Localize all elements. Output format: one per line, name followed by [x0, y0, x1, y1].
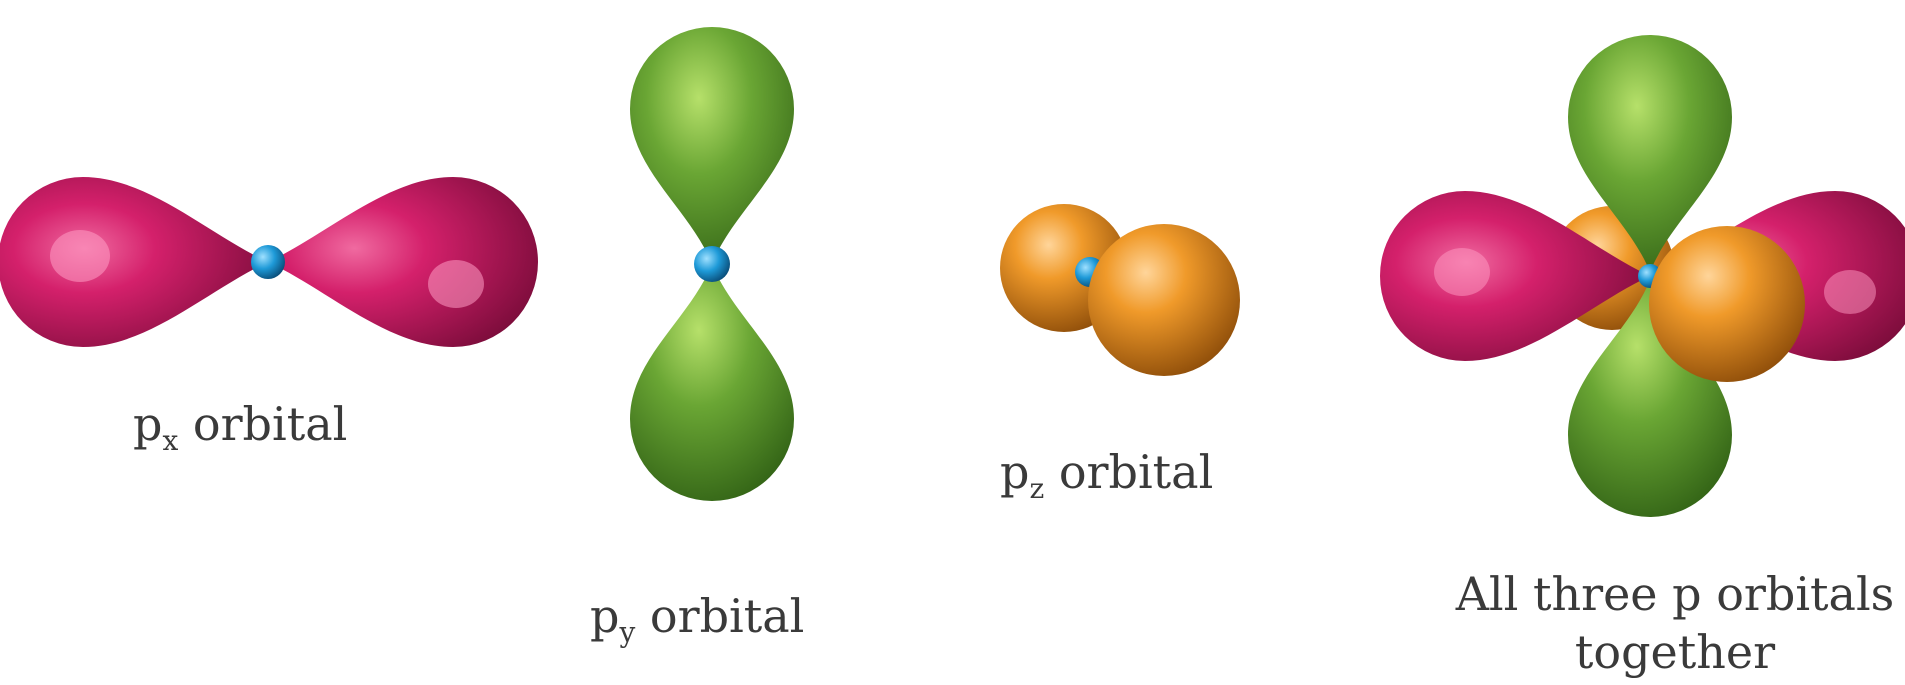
pz-orbital-label: pz orbital: [1000, 445, 1213, 505]
all-orbitals-label-line1: All three p orbitals: [1455, 567, 1895, 621]
pz-orbital-shape: [1000, 204, 1240, 376]
pz-orbital-panel: pz orbital: [1000, 204, 1240, 505]
nucleus-dot: [251, 245, 285, 279]
px-orbital-panel: px orbital: [0, 177, 538, 457]
all-orbitals-shape: [1380, 35, 1905, 517]
all-orbitals-label-line2: together: [1575, 625, 1775, 679]
py-orbital-shape: [630, 27, 794, 501]
px-orbital-shape: [0, 177, 538, 347]
py-orbital-label: py orbital: [590, 589, 804, 649]
nucleus-dot: [694, 246, 730, 282]
px-orbital-label: px orbital: [133, 397, 347, 457]
py-orbital-panel: py orbital: [590, 27, 804, 649]
all-orbitals-panel: All three p orbitals together: [1380, 35, 1905, 679]
